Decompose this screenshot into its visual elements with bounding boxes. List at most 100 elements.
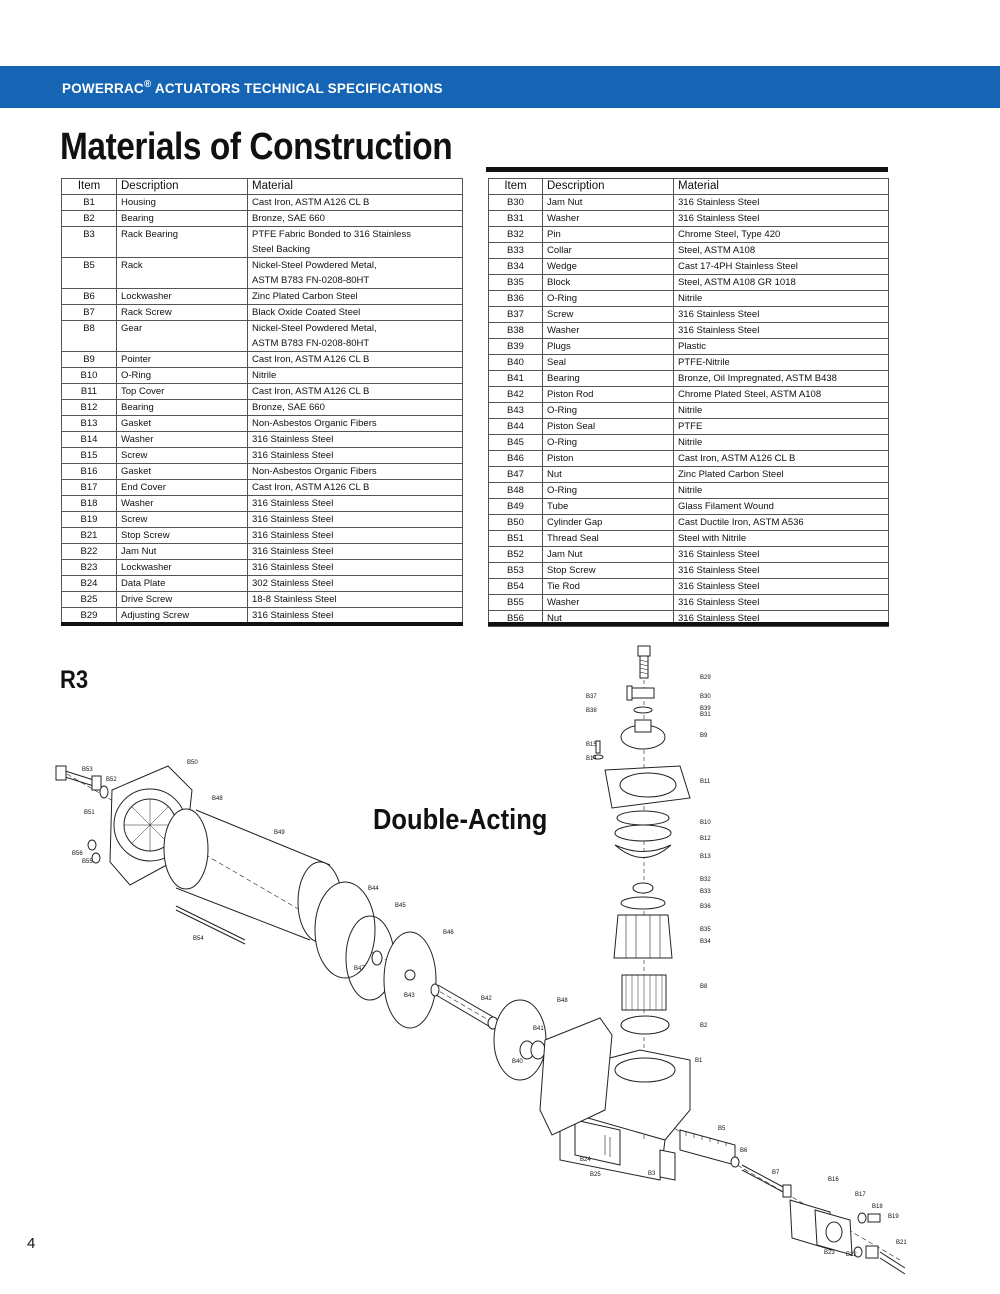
cell-material: Steel, ASTM A108 (673, 242, 889, 259)
cell-material: Nickel-Steel Powdered Metal,ASTM B783 FN… (247, 257, 463, 289)
cell-material: 316 Stainless Steel (247, 495, 463, 512)
cell-description: Tube (542, 498, 674, 515)
cell-description: Wedge (542, 258, 674, 275)
cell-material: Zinc Plated Carbon Steel (673, 466, 889, 483)
callout-labels: B29 B30 B37 B38 B39 B31 B9 B15 B14 B11 B… (72, 675, 907, 1258)
cell-item: B34 (488, 258, 543, 275)
callout-b44: B44 (368, 886, 379, 892)
cell-item: B39 (488, 338, 543, 355)
cell-item: B55 (488, 594, 543, 611)
stop-screw-part (879, 1251, 906, 1275)
callout-b22: B22 (846, 1252, 857, 1258)
cell-item: B38 (488, 322, 543, 339)
callout-b56: B56 (72, 851, 83, 857)
cell-item: B30 (488, 194, 543, 211)
cell-material: 316 Stainless Steel (673, 594, 889, 611)
end-screw-part (867, 1213, 881, 1223)
cell-description: Rack Screw (116, 304, 248, 321)
cell-description: Lockwasher (116, 559, 248, 576)
callout-b29: B29 (700, 675, 711, 681)
cell-material: 316 Stainless Steel (247, 511, 463, 528)
callout-b11: B11 (700, 779, 711, 785)
callout-b48a: B48 (212, 796, 223, 802)
cell-item: B40 (488, 354, 543, 371)
callout-b46: B46 (443, 930, 454, 936)
callout-b35: B35 (700, 927, 711, 933)
cell-description: Gasket (116, 463, 248, 480)
cell-item: B23 (61, 559, 117, 576)
cell-material: Cast Iron, ASTM A126 CL B (247, 351, 463, 368)
cell-item: B1 (61, 194, 117, 211)
cell-description: Jam Nut (542, 546, 674, 563)
callout-b10: B10 (700, 820, 711, 826)
cell-item: B50 (488, 514, 543, 531)
cell-material: 316 Stainless Steel (247, 527, 463, 544)
callout-b50: B50 (187, 760, 198, 766)
cell-item: B8 (61, 320, 117, 352)
cell-material: 316 Stainless Steel (673, 194, 889, 211)
cell-item: B32 (488, 226, 543, 243)
cell-material: Steel with Nitrile (673, 530, 889, 547)
cell-item: B42 (488, 386, 543, 403)
callout-b33: B33 (700, 889, 711, 895)
cell-description: Nut (542, 466, 674, 483)
cap-o-ring-part (493, 999, 547, 1081)
callout-b7: B7 (772, 1170, 780, 1176)
callout-b42: B42 (481, 996, 492, 1002)
cell-material: Cast Iron, ASTM A126 CL B (247, 383, 463, 400)
cell-material: Nitrile (673, 402, 889, 419)
page-title: Materials of Construction (60, 126, 453, 168)
left-washer-part (91, 852, 101, 864)
cell-description: Thread Seal (542, 530, 674, 547)
cell-description: O-Ring (542, 290, 674, 307)
cell-material: Cast 17-4PH Stainless Steel (673, 258, 889, 275)
bottom-bearing-part (620, 1015, 670, 1035)
cell-description: Rack Bearing (116, 226, 248, 258)
end-jam-nut-part (865, 1245, 879, 1259)
cell-description: Piston Seal (542, 418, 674, 435)
cell-item: B33 (488, 242, 543, 259)
end-lockwasher-part (853, 1246, 863, 1258)
cell-material: Non-Asbestos Organic Fibers (247, 415, 463, 432)
callout-b12: B12 (700, 836, 711, 842)
cell-material: Nitrile (673, 290, 889, 307)
cell-material: 302 Stainless Steel (247, 575, 463, 592)
cell-description: O-Ring (542, 402, 674, 419)
end-washer-part (857, 1212, 867, 1224)
cell-description: Washer (542, 210, 674, 227)
cell-material: Cast Iron, ASTM A126 CL B (673, 450, 889, 467)
cell-item: B36 (488, 290, 543, 307)
cell-material: Bronze, SAE 660 (247, 210, 463, 227)
cell-material: 316 Stainless Steel (247, 559, 463, 576)
cell-material: Bronze, Oil Impregnated, ASTM B438 (673, 370, 889, 387)
diagram-title: Double-Acting (373, 804, 548, 836)
cell-description: O-Ring (542, 434, 674, 451)
callout-b14: B14 (586, 756, 597, 762)
cell-description: Piston Rod (542, 386, 674, 403)
cell-description: Lockwasher (116, 288, 248, 305)
left-jam-nut-part (91, 775, 102, 791)
o-ring-part (616, 810, 670, 826)
cell-description: Seal (542, 354, 674, 371)
cell-description: Washer (116, 495, 248, 512)
lockwasher-part (730, 1156, 740, 1168)
